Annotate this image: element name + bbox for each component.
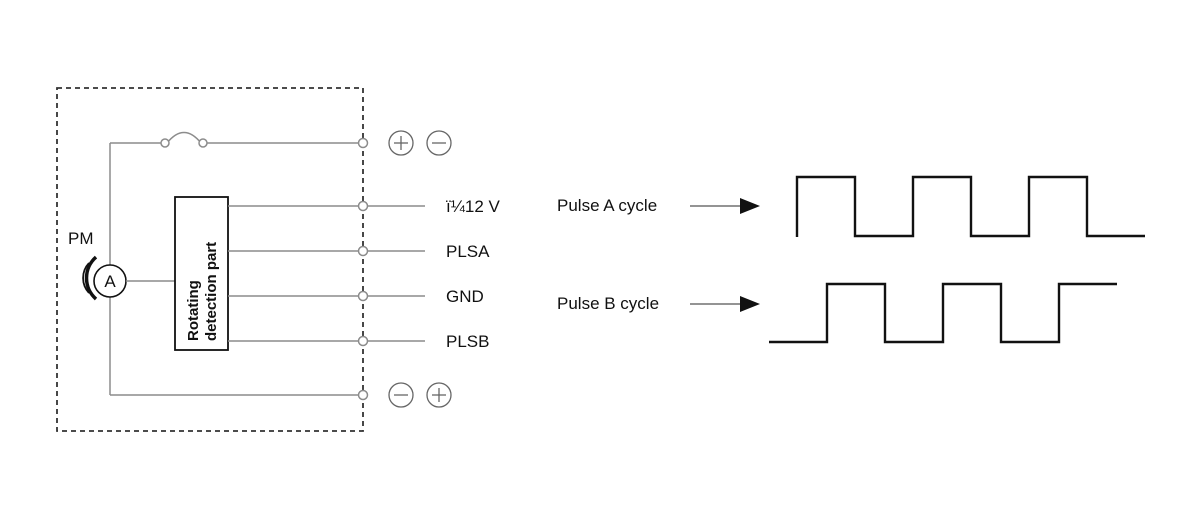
pulse-b-label: Pulse B cycle <box>557 294 659 313</box>
terminal-plsb <box>357 335 369 347</box>
motor-label: PM <box>68 229 94 248</box>
top-polarity <box>388 130 452 156</box>
terminal-label-gnd: GND <box>446 287 484 306</box>
terminal-12v <box>357 200 369 212</box>
terminal-label-plsb: PLSB <box>446 332 489 351</box>
bottom-supply-wire <box>109 297 369 401</box>
pulse-a-group: Pulse A cycle <box>557 175 1145 238</box>
arrow-right-icon <box>740 198 760 214</box>
terminal-plsa <box>357 245 369 257</box>
terminal-gnd <box>357 290 369 302</box>
signal-wires <box>228 200 425 347</box>
switch-contact-left <box>160 138 170 148</box>
motor-arc-icon <box>84 255 98 301</box>
pulse-b-waveform <box>769 282 1117 344</box>
detector-label-line2: detection part <box>203 242 220 341</box>
pulse-a-waveform <box>795 175 1145 238</box>
detector-label-line1: Rotating <box>185 280 202 341</box>
switch-contact-right <box>198 138 208 148</box>
pulse-a-label: Pulse A cycle <box>557 196 657 215</box>
pulse-b-group: Pulse B cycle <box>557 282 1117 344</box>
component-enclosure <box>56 87 364 432</box>
terminal-label-plsa: PLSA <box>446 242 490 261</box>
bottom-polarity <box>388 382 452 408</box>
terminal-top <box>357 137 369 149</box>
top-supply-wire <box>109 131 369 265</box>
rotating-detection-part: Rotating detection part <box>174 196 229 351</box>
terminal-label-12v: ï¼12 V <box>446 197 501 216</box>
arrow-right-icon <box>740 296 760 312</box>
motor: PM A <box>68 229 175 301</box>
terminal-bottom <box>357 389 369 401</box>
motor-symbol-label: A <box>104 272 116 291</box>
